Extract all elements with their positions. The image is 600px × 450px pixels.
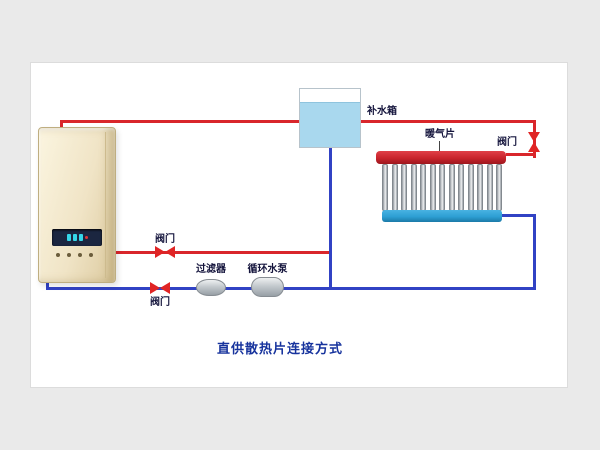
radiator-bottom-header [382,210,502,222]
label-filter: 过滤器 [196,264,226,275]
boiler-button [67,253,71,257]
radiator-fin [439,164,445,211]
label-valve-top-right: 阀门 [497,137,517,148]
diagram-title: 直供散热片连接方式 [216,341,343,356]
valve-icon [150,282,170,294]
radiator-fin [496,164,502,211]
radiator-top-header [376,151,506,164]
label-tank: 补水箱 [367,106,397,117]
label-radiator: 暖气片 [425,129,455,140]
radiator-fin [429,164,436,211]
pipe-supply-top [60,120,536,123]
boiler-display-segment [78,234,83,241]
boiler-display-segment [72,234,77,241]
pipe-return-radiator-stub [498,214,536,217]
boiler-door-seam [105,132,106,278]
valve-icon [155,246,175,258]
radiator-fin [382,164,388,211]
label-valve-mid: 阀门 [155,234,175,245]
pipe-supply-radiator-stub [506,153,536,156]
radiator-fin [477,164,483,211]
boiler-buttons [56,253,100,257]
pipe-return-bottom [46,287,536,290]
wall-boiler [38,127,116,283]
boiler-control-panel [52,229,102,246]
radiator-fin [401,164,407,211]
makeup-water-tank [299,88,361,148]
radiator-fin [410,164,417,211]
tank-water [300,102,360,147]
radiator-fin [448,164,455,211]
label-valve-bottom: 阀门 [150,297,170,308]
radiator-fins [382,164,502,211]
radiator-fin [458,164,464,211]
radiator-fin [486,164,493,211]
radiator-fin [420,164,426,211]
pipe-tank-feed [329,147,332,290]
boiler-display-segment [66,234,71,241]
radiator-fin [391,164,398,211]
pipe-return-riser-right [533,214,536,290]
circulation-pump [251,277,284,297]
boiler-button [78,253,82,257]
pipe-return-riser-left [46,280,49,290]
boiler-button [89,253,93,257]
pipe-boiler-mid-outlet [114,251,332,254]
filter-vessel [196,279,226,296]
label-pump: 循环水泵 [247,264,288,275]
valve-icon [528,132,540,152]
pipe-supply-riser-left [60,120,63,130]
boiler-status-led [84,236,88,239]
boiler-button [56,253,60,257]
radiator-fin [467,164,474,211]
radiator-label-leader [439,141,440,151]
